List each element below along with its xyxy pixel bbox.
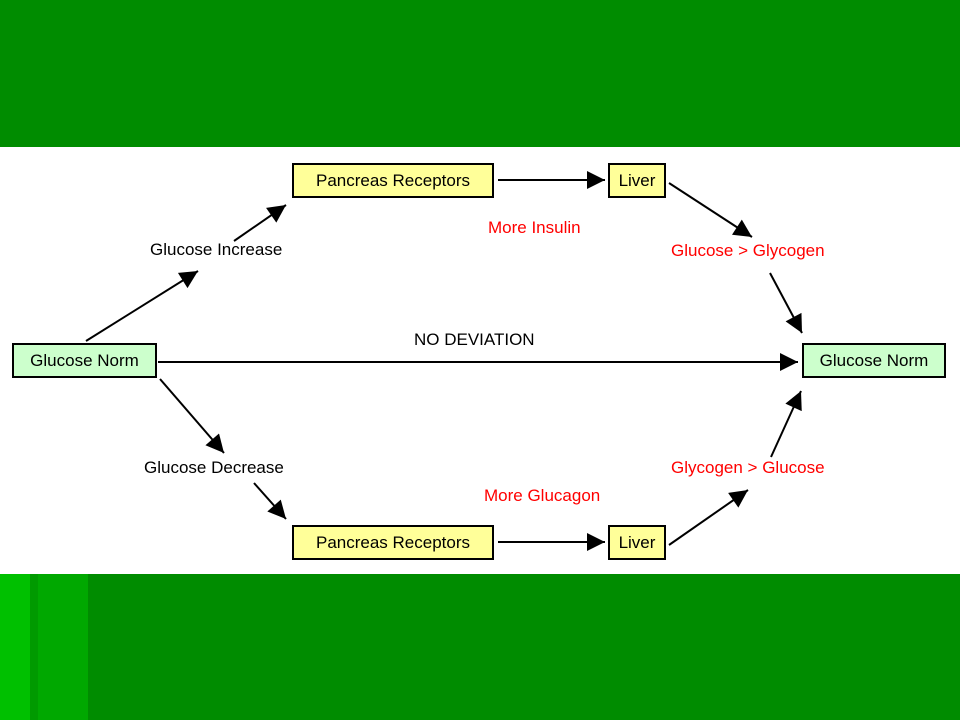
label-glucose-decrease: Glucose Decrease <box>144 458 284 477</box>
node-liver-top: Liver <box>608 163 666 198</box>
label-more-insulin: More Insulin <box>488 218 581 237</box>
decorative-stripe <box>30 574 38 720</box>
top-green-band <box>0 0 960 147</box>
arrow-liver-to-glucose <box>668 489 749 546</box>
arrow-norm-to-decrease <box>159 378 225 454</box>
bottom-green-band <box>0 574 960 720</box>
arrow-liver-to-glycogen <box>668 182 753 238</box>
arrow-norm-to-increase <box>85 270 199 342</box>
label-glycogen-to-glucose: Glycogen > Glucose <box>671 458 825 477</box>
arrow-increase-to-pancreas <box>233 204 287 242</box>
arrow-glucose-to-norm <box>770 390 802 458</box>
node-pancreas-receptors-bottom: Pancreas Receptors <box>292 525 494 560</box>
label-glucose-to-glycogen: Glucose > Glycogen <box>671 241 825 260</box>
label-more-glucagon: More Glucagon <box>484 486 601 505</box>
node-glucose-norm-end: Glucose Norm <box>802 343 946 378</box>
diagram-connectors <box>85 171 803 551</box>
arrow-glycogen-to-norm <box>769 272 803 334</box>
node-liver-bottom: Liver <box>608 525 666 560</box>
node-pancreas-receptors-top: Pancreas Receptors <box>292 163 494 198</box>
node-glucose-norm-start: Glucose Norm <box>12 343 157 378</box>
label-no-deviation: NO DEVIATION <box>414 330 535 349</box>
decorative-stripe <box>38 574 88 720</box>
label-glucose-increase: Glucose Increase <box>150 240 283 259</box>
glucose-regulation-diagram: Glucose Norm Pancreas Receptors Liver Gl… <box>0 147 960 574</box>
arrow-decrease-to-pancreas <box>253 482 287 520</box>
decorative-stripe <box>0 574 30 720</box>
